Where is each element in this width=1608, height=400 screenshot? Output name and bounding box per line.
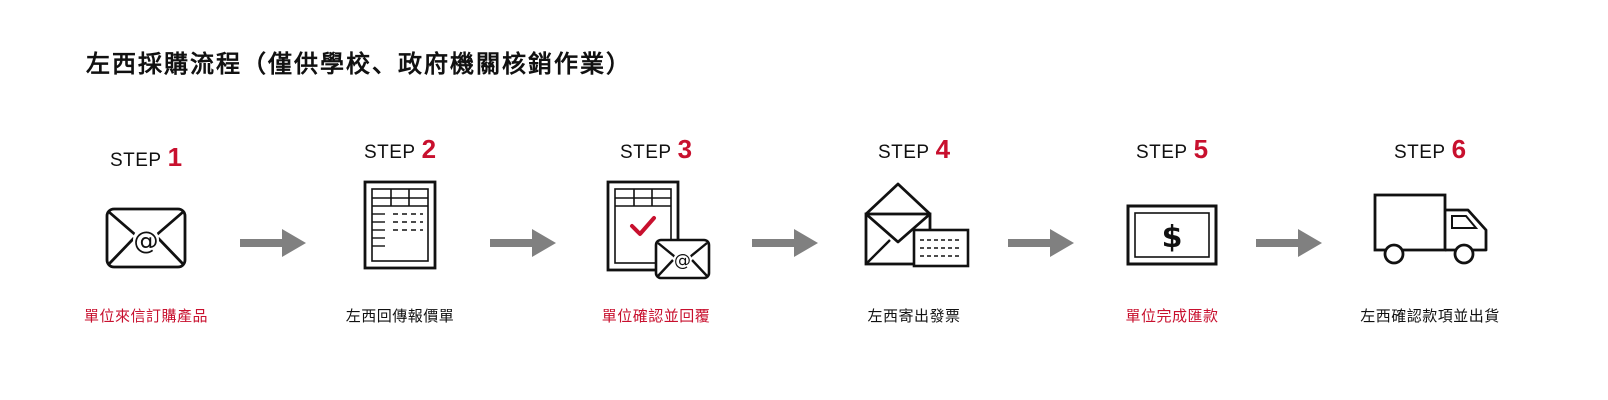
arrow-icon [1256, 229, 1322, 257]
arrow-icon [240, 229, 306, 257]
step-word: STEP [1135, 142, 1188, 163]
step-caption: 單位完成匯款 [1125, 307, 1219, 325]
svg-text:@: @ [134, 226, 159, 255]
step-number: 4 [935, 134, 951, 164]
step-caption: 單位確認並回覆 [601, 307, 711, 325]
step-word: STEP [619, 142, 672, 163]
step-word: STEP [877, 142, 930, 163]
email-icon: @ [105, 207, 187, 269]
envelope-invoice-icon [864, 182, 970, 268]
step-caption: 左西回傳報價單 [345, 307, 455, 325]
step-word: STEP [1393, 142, 1446, 163]
svg-text:$: $ [1162, 220, 1183, 255]
step-caption: 左西確認款項並出貨 [1360, 307, 1500, 325]
step-number: 1 [167, 142, 183, 172]
quote-sheet-icon [363, 180, 437, 270]
page-title: 左西採購流程（僅供學校、政府機關核銷作業） [86, 50, 632, 78]
step-number: 5 [1193, 134, 1209, 164]
checked-sheet-email-icon: @ [606, 180, 711, 280]
step-caption: 左西寄出發票 [867, 307, 961, 325]
step-caption: 單位來信訂購產品 [83, 307, 208, 325]
arrow-icon [752, 229, 818, 257]
svg-text:@: @ [674, 251, 691, 271]
step-word: STEP [109, 150, 162, 171]
step-number: 6 [1451, 134, 1467, 164]
truck-icon [1373, 193, 1488, 265]
dollar-bill-icon: $ [1126, 204, 1218, 266]
step-word: STEP [363, 142, 416, 163]
arrow-icon [1008, 229, 1074, 257]
step-number: 2 [421, 134, 437, 164]
arrow-icon [490, 229, 556, 257]
step-number: 3 [677, 134, 693, 164]
